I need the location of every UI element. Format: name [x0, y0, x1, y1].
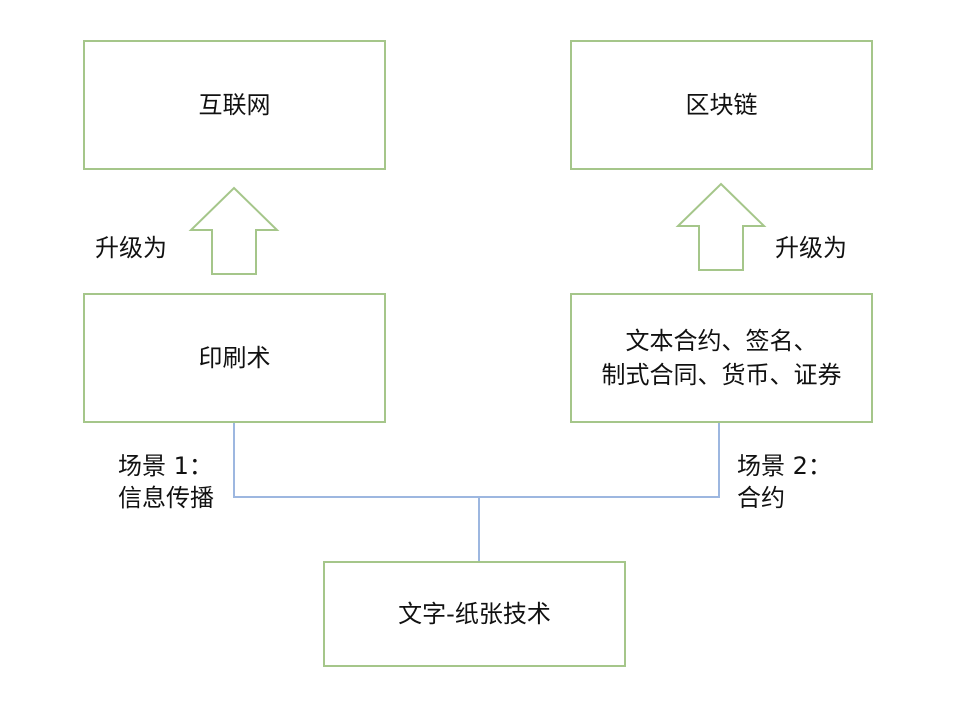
upgrade-label-left: 升级为 [95, 234, 167, 262]
box-writing-paper: 文字-纸张技术 [323, 561, 626, 667]
upgrade-label-right: 升级为 [775, 234, 847, 262]
upgrade-arrow-right [675, 182, 767, 271]
box-writing-paper-label: 文字-纸张技术 [398, 600, 551, 628]
scenario-1-label: 场景 1： 信息传播 [118, 450, 214, 514]
connector-left-vertical [233, 422, 235, 498]
connector-horizontal [233, 496, 720, 498]
connector-center-vertical [478, 496, 480, 562]
scenario-2-title: 场景 2： [737, 452, 832, 480]
box-printing: 印刷术 [83, 293, 386, 423]
upgrade-arrow-left [188, 186, 280, 275]
connector-right-vertical [718, 422, 720, 498]
box-contracts: 文本合约、签名、 制式合同、货币、证券 [570, 293, 873, 423]
scenario-2-description: 合约 [737, 484, 785, 512]
box-contracts-line-1: 文本合约、签名、 [625, 327, 818, 355]
box-internet: 互联网 [83, 40, 386, 170]
scenario-2-label: 场景 2： 合约 [737, 450, 832, 514]
scenario-1-title: 场景 1： [118, 452, 213, 480]
scenario-1-description: 信息传播 [118, 484, 214, 512]
box-internet-label: 互联网 [198, 91, 271, 119]
box-blockchain-label: 区块链 [685, 91, 758, 119]
box-printing-label: 印刷术 [198, 344, 271, 372]
box-blockchain: 区块链 [570, 40, 873, 170]
box-contracts-text: 文本合约、签名、 制式合同、货币、证券 [602, 324, 842, 392]
box-contracts-line-2: 制式合同、货币、证券 [601, 361, 842, 389]
